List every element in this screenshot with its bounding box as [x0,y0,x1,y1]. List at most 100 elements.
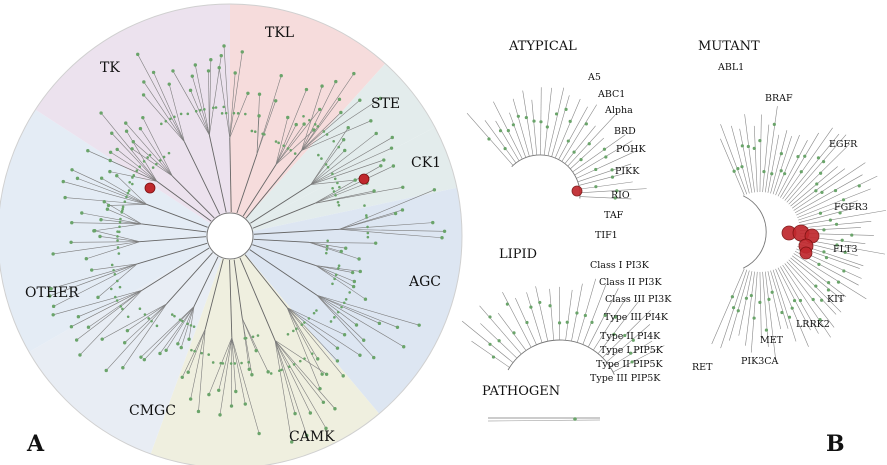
inner-node [366,231,370,235]
leaf-node [393,211,398,216]
inner-node [333,177,337,181]
lipid-branch [497,312,527,351]
atypical-node [579,158,583,162]
atypical-node [511,123,515,127]
mutant-branch [777,140,808,197]
mutant-node [814,189,818,193]
leaf-node [343,148,347,153]
atypical-branch [495,120,520,162]
leaf-node [222,44,226,48]
branch [153,72,185,142]
inner-node [256,334,260,337]
leaf-node [369,119,373,123]
leaf-node [290,440,294,444]
leaf-node [351,284,356,289]
mutant-node [819,171,823,175]
mutant-branch [729,270,750,341]
inner-node [307,317,311,320]
branch [301,120,371,151]
branch [172,175,215,219]
inner-node [337,264,341,268]
group-sectors [0,4,463,465]
branch [242,164,277,217]
branch [190,329,206,400]
leaf-node [250,373,254,377]
mutant-branch [764,106,778,193]
leaf-node [431,220,435,225]
inner-node [326,239,329,243]
mutant-node [744,296,749,300]
inner-node [333,316,336,319]
leaf-node [217,388,221,392]
group-label-ste: STE [371,96,400,112]
mutant-node [758,139,762,143]
lipid-branch [526,292,543,343]
atypical-node [545,125,549,129]
leaf-node [341,374,345,378]
section-title-atypical: ATYPICAL [508,39,577,54]
branch [125,122,173,177]
branch [187,329,206,373]
inner-node [221,362,225,365]
leaf-node [186,370,190,374]
lipid-leaf-type-iii-pip5k: Type III PIP5K [590,373,661,384]
inner-node [113,295,117,299]
branch [274,340,327,429]
section-title-lipid: LIPID [499,247,537,262]
branch [219,337,233,415]
branch [137,54,185,142]
leaf-node [279,73,283,78]
branch [274,340,327,375]
branch [286,307,338,362]
inner-node [121,307,124,311]
leaf-node [333,407,337,411]
sector-other [0,109,230,352]
lipid-branch [587,288,619,348]
lipid-node [603,313,607,318]
atypical-branch [509,112,527,158]
branch [53,263,138,307]
highlight-node-ck1 [358,173,370,185]
branch [310,159,384,185]
atypical-node [532,119,536,123]
inner-node [116,239,119,242]
inner-node [363,204,366,207]
branch [136,242,208,265]
branch [63,181,147,205]
pathogen-node [573,417,577,421]
atypical-branch [543,87,552,156]
branch [274,340,336,409]
inner-node [131,176,134,179]
mutant-node [767,297,771,301]
branch [143,81,185,142]
atypical-branch [484,120,517,164]
leaf-node [86,325,91,329]
branch [301,81,337,151]
leaf-node [335,346,340,350]
mutant-node [772,122,776,126]
section-title-mutant: MUTANT [698,39,760,54]
inner-node [178,318,182,322]
inner-node [203,108,206,111]
branch [218,67,231,138]
branch [91,263,138,271]
atypical-branch [579,196,632,200]
atypical-node [584,122,588,126]
branch [249,249,318,296]
mutant-node [790,306,794,310]
mutant-branch [798,200,858,221]
atypical-node [506,128,510,133]
lipid-hub [507,339,615,375]
leaf-node [334,79,338,84]
leaf-node [124,129,129,133]
leaf-node [207,392,211,397]
atypical-branch [554,98,581,159]
inner-node [247,360,250,364]
mutant-leaf-braf: BRAF [765,93,793,104]
branch [99,236,140,242]
inner-node [303,357,306,360]
mutant-branch [786,134,847,203]
branch [100,112,158,182]
mutant-node [746,144,750,149]
branch [188,306,195,340]
